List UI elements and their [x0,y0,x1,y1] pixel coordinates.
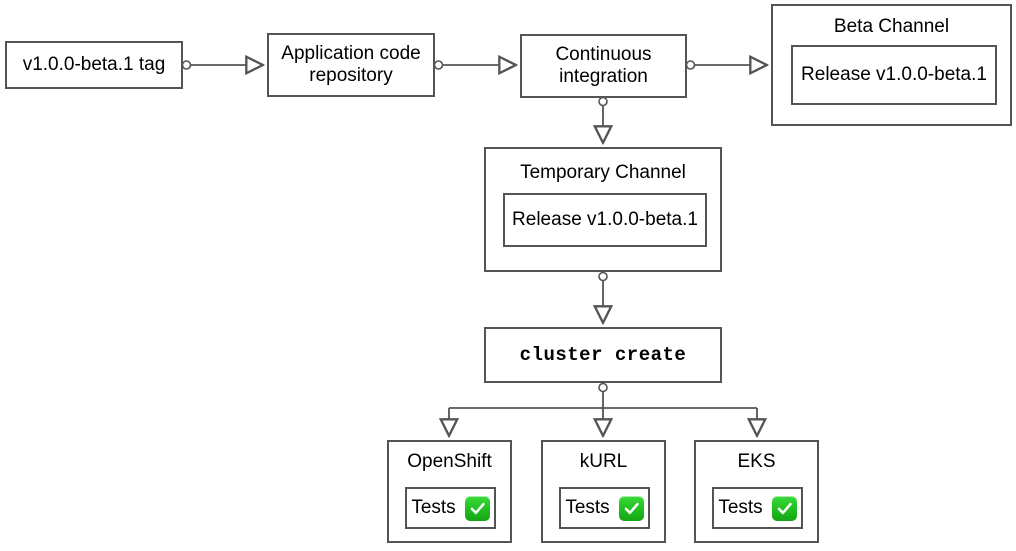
node-application-code-repository[interactable]: Application code repository [267,33,435,97]
beta-channel-title: Beta Channel [833,16,950,37]
node-continuous-integration[interactable]: Continuous integration [520,34,687,98]
node-repo-label: Application code repository [281,42,421,86]
green-check-icon [464,495,490,521]
openshift-tests-box[interactable]: Tests [405,487,496,529]
node-temporary-channel[interactable]: Temporary Channel Release v1.0.0-beta.1 [484,147,722,272]
temporary-channel-release-box[interactable]: Release v1.0.0-beta.1 [503,193,707,247]
edge-cluster-create-branch [449,382,757,436]
beta-channel-release-label: Release v1.0.0-beta.1 [801,63,987,85]
edge-ci-to-beta-channel [685,61,767,69]
beta-channel-release-box[interactable]: Release v1.0.0-beta.1 [791,45,997,105]
kurl-tests-label: Tests [565,496,610,518]
node-openshift[interactable]: OpenShift Tests [387,440,512,543]
edge-repo-to-ci [433,61,516,69]
edge-tag-to-repo [181,61,263,69]
node-eks[interactable]: EKS Tests [694,440,819,543]
openshift-tests-label: Tests [411,496,456,518]
kurl-tests-box[interactable]: Tests [559,487,650,529]
eks-tests-box[interactable]: Tests [712,487,803,529]
node-beta-channel[interactable]: Beta Channel Release v1.0.0-beta.1 [771,4,1012,126]
node-tag[interactable]: v1.0.0-beta.1 tag [5,41,183,89]
node-kurl[interactable]: kURL Tests [541,440,666,543]
kurl-title: kURL [579,451,628,472]
openshift-title: OpenShift [407,451,492,472]
eks-tests-label: Tests [718,496,763,518]
temporary-channel-release-label: Release v1.0.0-beta.1 [512,208,698,230]
green-check-icon [618,495,644,521]
eks-title: EKS [737,451,776,472]
cluster-create-label: cluster create [519,343,687,366]
temporary-channel-title: Temporary Channel [520,162,686,183]
green-check-icon [771,495,797,521]
node-ci-label: Continuous integration [555,43,652,87]
edge-ci-to-temporary-channel [599,96,607,143]
node-cluster-create[interactable]: cluster create [484,327,722,383]
edge-temporary-channel-to-cluster-create [599,271,607,323]
node-tag-label: v1.0.0-beta.1 tag [22,53,166,75]
